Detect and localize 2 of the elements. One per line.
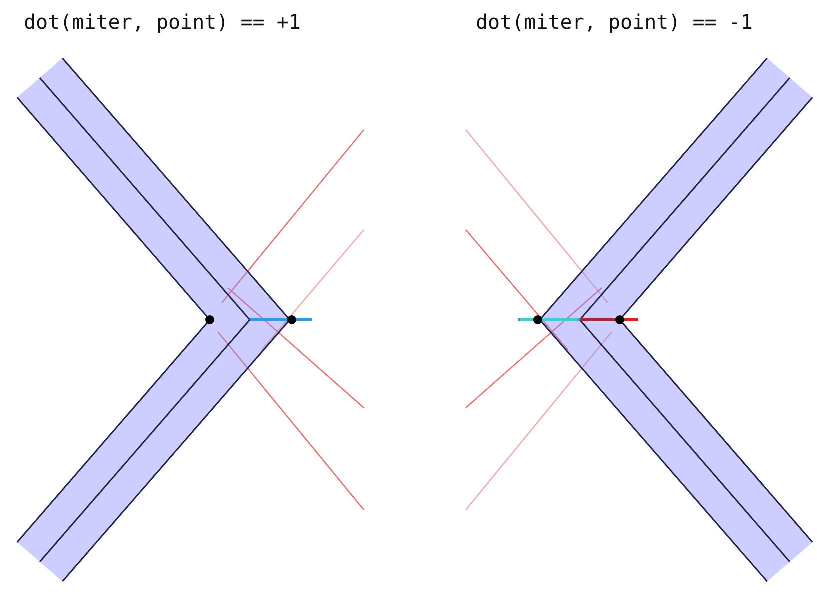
formula-label: dot(miter, point) == -1 bbox=[476, 10, 753, 34]
formula-label: dot(miter, point) == +1 bbox=[24, 10, 301, 34]
